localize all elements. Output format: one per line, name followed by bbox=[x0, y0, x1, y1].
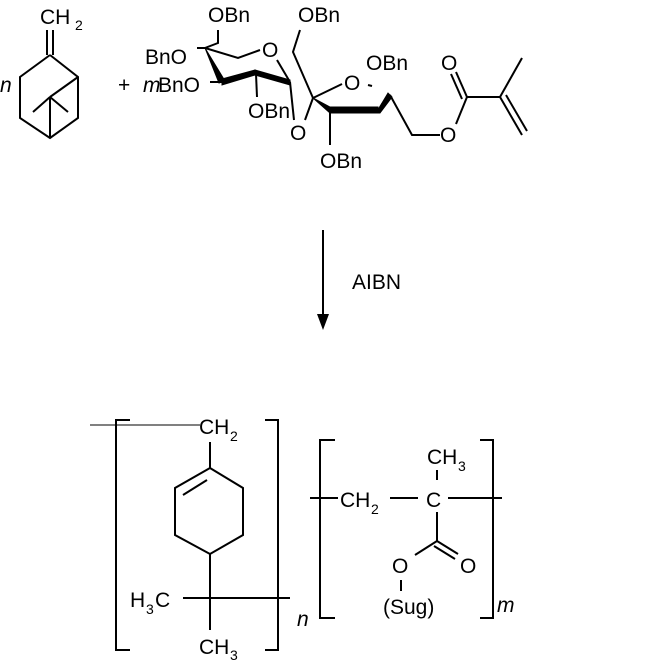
subscript: 3 bbox=[458, 458, 466, 474]
ch2-subscript: 2 bbox=[75, 17, 83, 33]
polymer-unit-n: CH 2 H 3 C CH 3 n bbox=[90, 416, 309, 660]
ester-oxygen-label: O bbox=[392, 555, 408, 578]
obn-label: OBn bbox=[248, 100, 290, 123]
h3c-label: C bbox=[155, 589, 170, 612]
obn-label: OBn bbox=[298, 4, 340, 27]
sucrose-methacrylate-structure: OBn BnO BnO OBn OBn O O OBn O OBn O O bbox=[145, 4, 528, 173]
carbonyl-oxygen-label: O bbox=[460, 555, 476, 578]
bno-label: BnO bbox=[145, 46, 187, 69]
obn-label: OBn bbox=[320, 150, 362, 173]
obn-label: OBn bbox=[366, 52, 408, 75]
ch2-label: CH bbox=[40, 6, 70, 29]
quaternary-carbon-label: C bbox=[426, 489, 441, 512]
carbonyl-oxygen-label: O bbox=[441, 52, 457, 75]
subscript: 2 bbox=[230, 428, 238, 444]
subscript: 3 bbox=[146, 601, 154, 617]
subscript: 3 bbox=[230, 647, 238, 660]
beta-pinene-structure: CH 2 n bbox=[0, 6, 83, 140]
ring-oxygen-label: O bbox=[262, 39, 278, 62]
coefficient-n: n bbox=[0, 74, 12, 97]
repeat-n: n bbox=[297, 608, 309, 631]
polymer-unit-m: CH 2 C CH 3 O O (Sug) m bbox=[310, 439, 515, 619]
repeat-m: m bbox=[497, 594, 515, 617]
coefficient-m: m bbox=[143, 74, 161, 97]
bno-label: BnO bbox=[158, 74, 200, 97]
reagent-aibn: AIBN bbox=[352, 271, 401, 294]
ch3-label: CH bbox=[427, 446, 457, 469]
ch3-label: CH bbox=[199, 636, 229, 659]
subscript: 2 bbox=[371, 501, 379, 517]
obn-label: OBn bbox=[208, 4, 250, 27]
glycosidic-oxygen-label: O bbox=[290, 122, 306, 145]
reaction-arrow: AIBN bbox=[317, 230, 401, 330]
ester-oxygen-label: O bbox=[440, 124, 456, 147]
plus-sign: + bbox=[118, 74, 130, 97]
ch2-label: CH bbox=[340, 489, 370, 512]
h3c-label: H bbox=[130, 589, 145, 612]
sugar-label: (Sug) bbox=[383, 596, 434, 619]
ch2-label: CH bbox=[199, 416, 229, 439]
ring-oxygen-label: O bbox=[344, 72, 360, 95]
